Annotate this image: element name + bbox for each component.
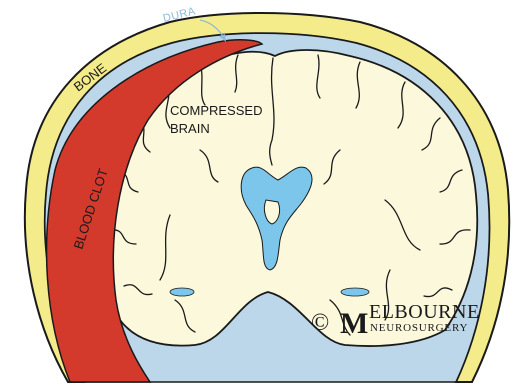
watermark-word: ELBOURNE (369, 301, 480, 323)
temporal-horn-right (341, 288, 369, 296)
watermark-initial: M (340, 307, 368, 340)
watermark-copyright: © (311, 310, 329, 336)
compressed-brain-label-line2: BRAIN (170, 121, 210, 136)
temporal-horn-left (170, 288, 194, 296)
watermark-subline: NEUROSURGERY (370, 322, 468, 334)
compressed-brain-label-line1: COMPRESSED (170, 103, 262, 118)
